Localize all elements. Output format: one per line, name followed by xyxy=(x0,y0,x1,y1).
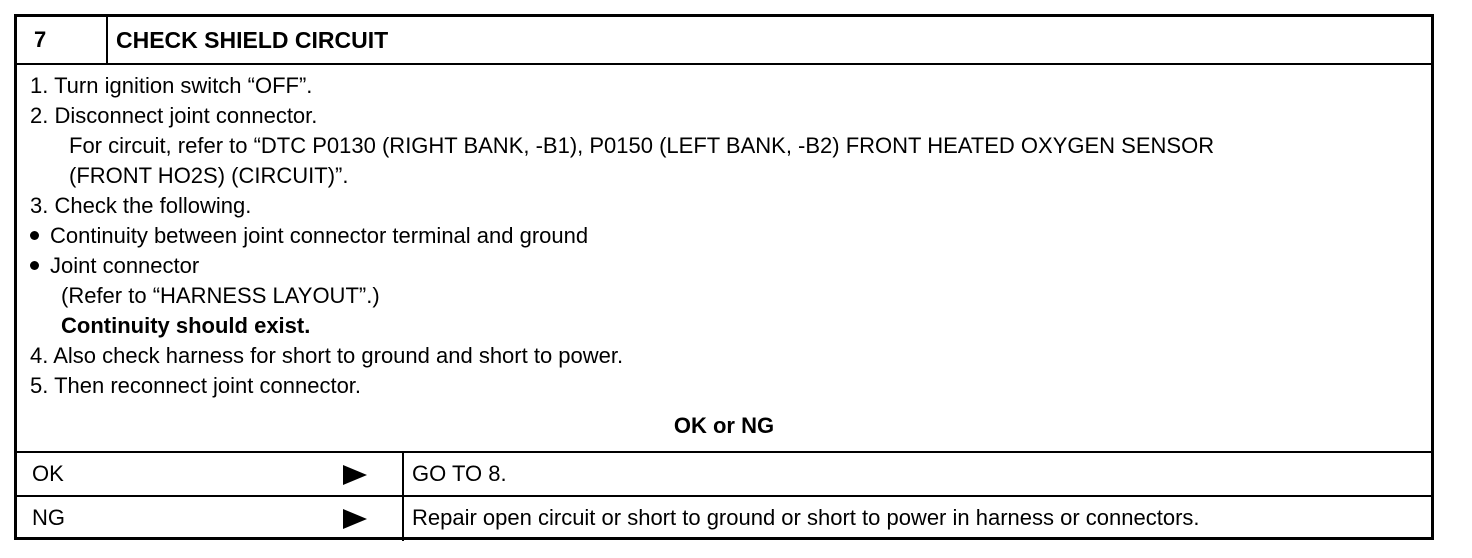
arrow-right-icon xyxy=(343,465,367,485)
harness-layout-reference: (Refer to “HARNESS LAYOUT”.) xyxy=(61,283,380,308)
step-header: 7 CHECK SHIELD CIRCUIT xyxy=(17,17,1431,65)
bullet-icon xyxy=(30,260,39,270)
step-number: 7 xyxy=(17,17,108,63)
procedure-body: 1. Turn ignition switch “OFF”. 2. Discon… xyxy=(17,65,1431,453)
column-divider xyxy=(402,497,404,541)
procedure-table: 7 CHECK SHIELD CIRCUIT 1. Turn ignition … xyxy=(14,14,1434,541)
check-item-joint-connector: Joint connector xyxy=(30,253,199,279)
procedure-note-line-2: (FRONT HO2S) (CIRCUIT)”. xyxy=(69,163,349,188)
bullet-icon xyxy=(30,230,39,240)
result-row-ng: NG Repair open circuit or short to groun… xyxy=(17,497,1431,541)
check-item-continuity-text: Continuity between joint connector termi… xyxy=(50,223,589,248)
procedure-step-2: 2. Disconnect joint connector. xyxy=(30,103,318,128)
expected-result: Continuity should exist. xyxy=(61,313,311,338)
step-title: CHECK SHIELD CIRCUIT xyxy=(116,27,389,53)
check-item-continuity: Continuity between joint connector termi… xyxy=(30,223,588,249)
check-item-joint-connector-text: Joint connector xyxy=(50,253,200,278)
result-action-ok: GO TO 8. xyxy=(412,461,507,486)
procedure-note-line-1: For circuit, refer to “DTC P0130 (RIGHT … xyxy=(69,133,1215,158)
procedure-step-3: 3. Check the following. xyxy=(30,193,252,218)
procedure-step-5: 5. Then reconnect joint connector. xyxy=(30,373,362,398)
arrow-right-icon xyxy=(343,509,367,529)
procedure-step-4: 4. Also check harness for short to groun… xyxy=(30,343,624,368)
result-action-ng: Repair open circuit or short to ground o… xyxy=(412,505,1200,530)
decision-label: OK or NG xyxy=(673,413,775,438)
column-divider xyxy=(402,453,404,495)
procedure-step-1: 1. Turn ignition switch “OFF”. xyxy=(30,73,313,98)
result-label-ng: NG xyxy=(32,505,65,530)
result-row-ok: OK GO TO 8. xyxy=(17,453,1431,497)
result-label-ok: OK xyxy=(32,461,64,486)
